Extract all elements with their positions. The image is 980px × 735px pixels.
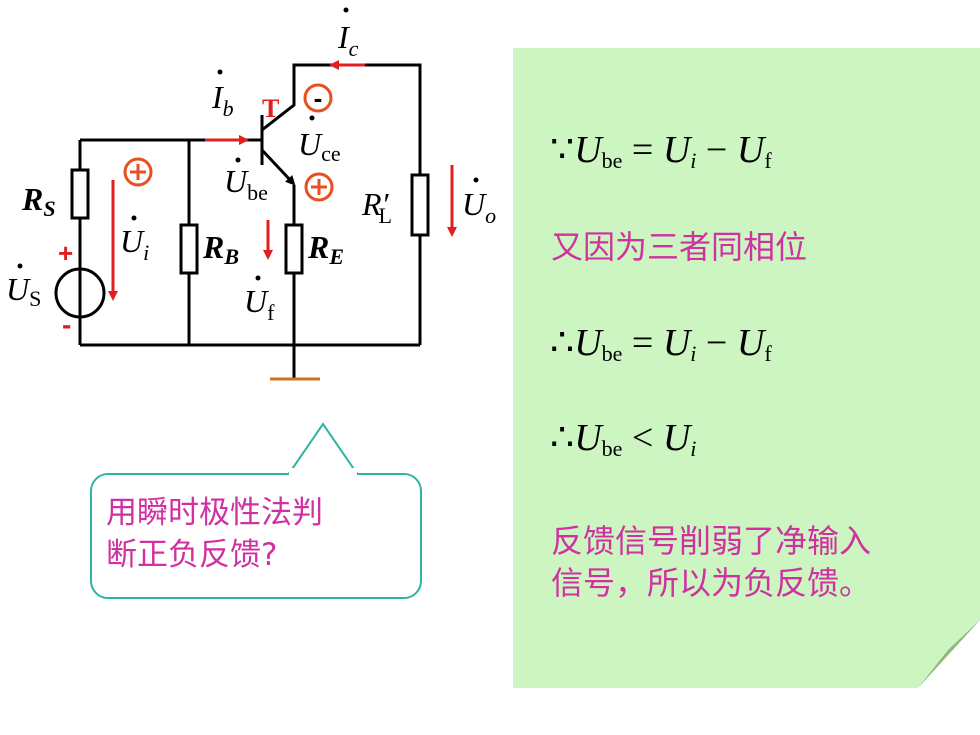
transistor-emitter — [260, 148, 296, 186]
equation-3: ∴Ube < Ui — [550, 417, 697, 461]
callout-line-1: 用瞬时极性法判 — [106, 495, 323, 531]
equation-2: ∴Ube = Ui − Uf — [550, 322, 772, 366]
label-ic: Ic — [337, 19, 359, 61]
polarity-minus-text: - — [314, 83, 323, 113]
label-uo: Uo — [462, 186, 496, 228]
callout-line-2: 断正负反馈? — [106, 537, 278, 573]
label-uf: Uf — [244, 283, 275, 325]
resistor-rb — [179, 223, 199, 275]
label-rb: RB — [202, 229, 239, 269]
label-ube: Ube — [224, 163, 268, 205]
label-transistor: T — [262, 94, 279, 123]
label-ui-dot — [131, 215, 137, 221]
source-minus-sign: - — [62, 309, 71, 340]
label-ic-dot — [343, 7, 349, 13]
resistor-re — [284, 223, 304, 275]
label-ui: Ui — [120, 223, 149, 265]
label-ib-dot — [217, 69, 223, 75]
callout-box — [90, 473, 422, 599]
label-rl: R′L — [361, 186, 392, 228]
callout-text: 用瞬时极性法判断正负反馈? — [106, 492, 323, 576]
label-re: RE — [307, 229, 344, 269]
resistor-rs — [70, 168, 90, 220]
label-ube-dot — [235, 157, 241, 163]
label-rs: RS — [21, 181, 56, 221]
conclusion-line-1: 反馈信号削弱了净输入 — [551, 522, 872, 560]
polarity-collector-minus: - — [303, 83, 333, 113]
source-plus-sign: + — [58, 238, 73, 268]
label-uce-dot — [309, 115, 315, 121]
label-us-dot — [17, 263, 23, 269]
label-uf-dot — [255, 275, 261, 281]
label-us: US — [6, 271, 41, 311]
wires — [78, 63, 422, 378]
polarity-base-plus — [123, 157, 153, 187]
equation-1: ∵Ube = Ui − Uf — [550, 129, 772, 173]
callout-pointer-mask — [289, 468, 357, 478]
note-panel — [513, 48, 980, 688]
label-ib: Ib — [211, 79, 234, 121]
text-same-phase: 又因为三者同相位 — [551, 228, 808, 266]
label-uo-dot — [473, 177, 479, 183]
text-conclusion: 反馈信号削弱了净输入信号，所以为负反馈。 — [551, 520, 871, 604]
conclusion-line-2: 信号，所以为负反馈。 — [551, 564, 872, 602]
polarity-emitter-plus — [304, 172, 334, 202]
label-uce: Uce — [298, 126, 341, 166]
note-folded-corner — [918, 620, 980, 688]
wire-collector — [261, 63, 422, 175]
resistor-rl — [410, 173, 430, 237]
